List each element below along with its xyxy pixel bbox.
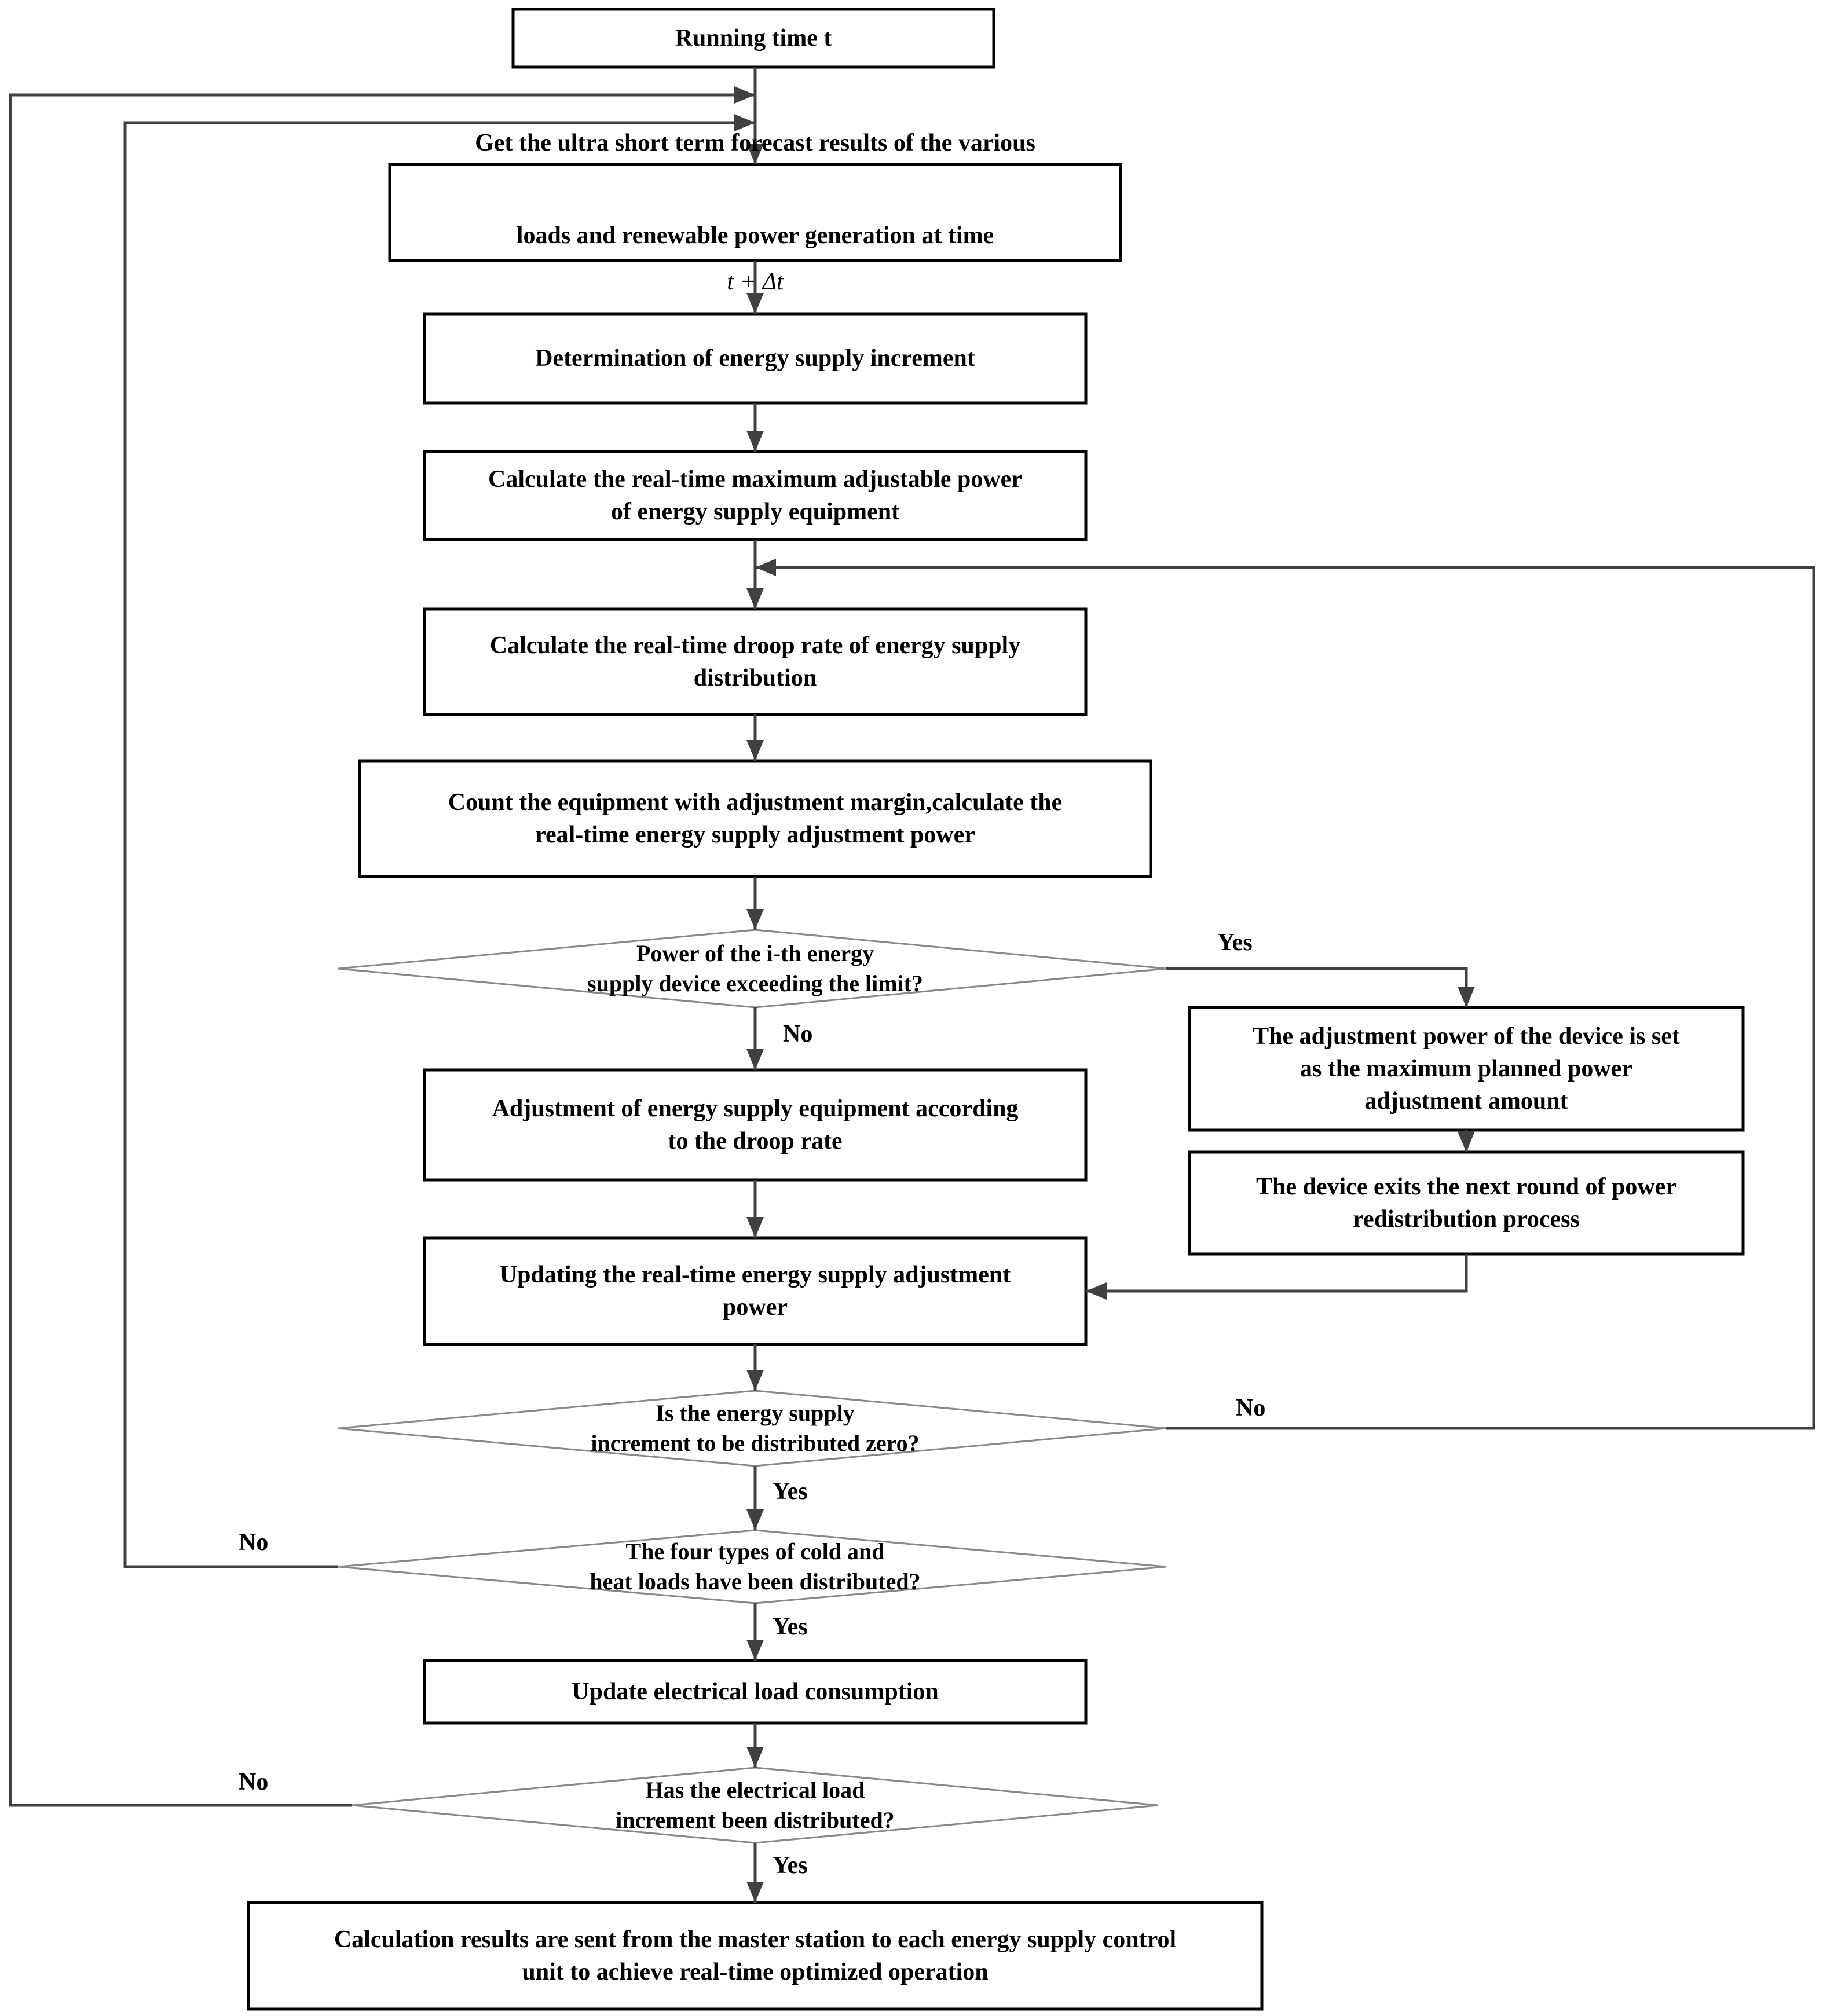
adjust-droop-label: Adjustment of energy supply equipment ac… (492, 1095, 1019, 1154)
edge-electrical-no (9, 86, 755, 1807)
edge-label-limit-no: No (783, 1021, 813, 1047)
increment-label: Determination of energy supply increment (535, 345, 975, 372)
forecast-line2: loads and renewable power generation at … (516, 222, 994, 249)
edge-label-zero-yes: Yes (773, 1478, 808, 1505)
start-label: Running time t (675, 25, 832, 52)
decision-zero-label: Is the energy supply increment to be dis… (591, 1400, 920, 1456)
droop-rate-label: Calculate the real-time droop rate of en… (489, 632, 1021, 691)
send-results-box (247, 1901, 1264, 2011)
edge-label-limit-yes: Yes (1217, 929, 1253, 956)
forecast-time-math: t + Δt (727, 269, 784, 295)
edge-label-electrical-yes: Yes (773, 1852, 808, 1879)
update-adjust-label: Updating the real-time energy supply adj… (499, 1262, 1011, 1321)
update-electrical-label: Update electrical load consumption (572, 1678, 939, 1705)
exit-round-label: The device exits the next round of power… (1256, 1174, 1676, 1233)
forecast-box (388, 163, 1122, 262)
forecast-line2-wrap: loads and renewable power generation at … (517, 166, 994, 305)
decision-four-diamond (338, 1529, 1167, 1604)
count-box (358, 759, 1152, 878)
decision-four-label: The four types of cold and heat loads ha… (590, 1538, 921, 1595)
exit-round-box (1188, 1150, 1745, 1256)
count-label: Count the equipment with adjustment marg… (448, 789, 1063, 848)
start-box (511, 8, 995, 69)
max-power-label: Calculate the real-time maximum adjustab… (488, 466, 1022, 525)
send-results-label: Calculation results are sent from the ma… (334, 1926, 1177, 1985)
decision-electrical-label: Has the electrical load increment been d… (616, 1777, 895, 1833)
set-max-label: The adjustment power of the device is se… (1253, 1023, 1680, 1115)
max-power-box (423, 450, 1088, 541)
edge-zero-no (755, 559, 1815, 1430)
forecast-line1: Get the ultra short term forecast result… (475, 130, 1035, 156)
edge-exit-update (1086, 1254, 1468, 1300)
decision-limit-label: Power of the i-th energy supply device e… (587, 940, 923, 996)
update-electrical-box (423, 1659, 1088, 1725)
update-adjust-box (423, 1236, 1088, 1346)
edge-four-no (123, 114, 755, 1568)
edge-label-four-yes: Yes (773, 1614, 808, 1640)
edge-limit-yes (1166, 967, 1475, 1007)
edge-label-electrical-no: No (239, 1769, 269, 1795)
forecast-label: Get the ultra short term forecast result… (390, 130, 1121, 295)
decision-electrical-diamond (352, 1766, 1159, 1844)
edge-label-four-no: No (239, 1529, 269, 1556)
edge-label-zero-no: No (1236, 1395, 1266, 1421)
